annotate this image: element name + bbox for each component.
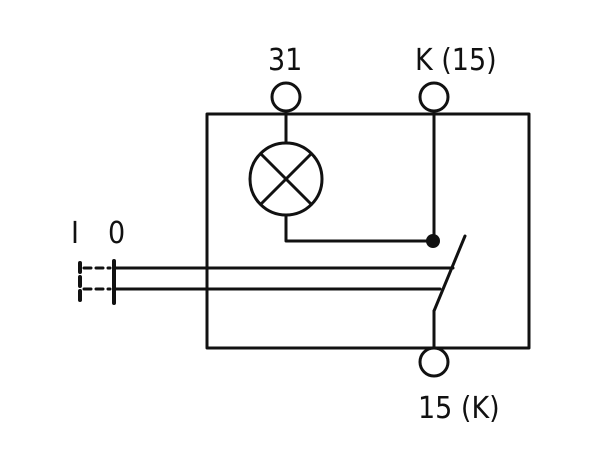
lamp-cross-b [259,152,313,206]
junction-dot [426,234,440,248]
switch-housing [205,112,531,350]
position-off-label: 0 [108,216,125,251]
terminal-k15 [418,81,450,113]
wire-lamp-to-junction [284,213,434,243]
terminal-15k-label: 15 (K) [418,391,500,426]
terminal-31 [270,81,302,113]
position-on-label: I [71,216,79,251]
terminal-k15-label: K (15) [415,43,497,78]
terminal-31-label: 31 [268,43,302,78]
switch-contact-arm [432,234,467,313]
terminal-15k [418,346,450,378]
